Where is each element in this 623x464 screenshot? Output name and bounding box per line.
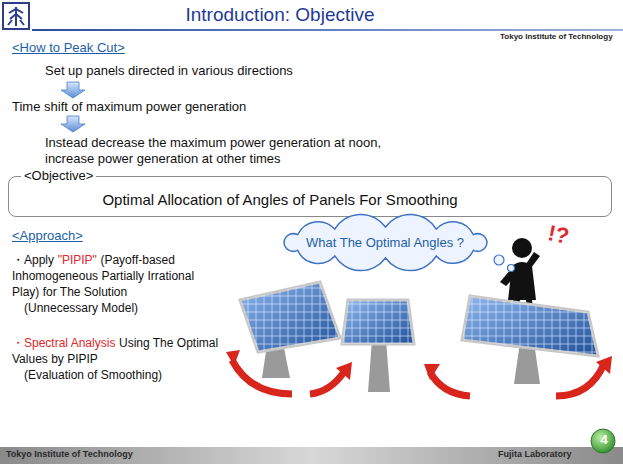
step-text: Instead decrease the maximum power gener…	[45, 135, 425, 167]
footer-bar	[0, 447, 623, 464]
bullet-item: ・Spectral AnalysisUsing The Optimal Valu…	[12, 335, 227, 383]
footer-text: Fujita Laboratory	[498, 449, 572, 459]
bullet-text: ・Apply	[12, 253, 54, 267]
section-heading: <Approach>	[12, 228, 83, 243]
footer-text: Tokyo Institute of Technology	[6, 449, 133, 459]
section-heading: <How to Peak Cut>	[12, 40, 125, 55]
cloud-text: What The Optimal Angles ?	[306, 235, 464, 250]
page-badge	[591, 429, 615, 453]
down-arrow	[61, 82, 85, 98]
header-rule	[32, 29, 623, 31]
down-arrow	[61, 116, 85, 132]
bullet-text: (Unnecessary Model)	[12, 300, 222, 316]
page-number: 4	[597, 432, 611, 447]
highlight-text: "PIPIP"	[58, 253, 97, 267]
box-text: Optimal Allocation of Angles of Panels F…	[19, 191, 601, 208]
step-text: Set up panels directed in various direct…	[45, 63, 293, 78]
thought-cloud: What The Optimal Angles ?	[278, 221, 493, 264]
slide-title: Introduction: Objective	[0, 4, 560, 26]
bullet-line: ・Spectral AnalysisUsing The Optimal Valu…	[12, 335, 227, 367]
exclamation-mark: !?	[546, 220, 572, 250]
solar-panels-illustration	[226, 282, 612, 396]
bullet-text: (Evaluation of Smoothing)	[12, 367, 227, 383]
bullet-line: ・Apply"PIPIP"(Payoff-based Inhomogeneous…	[12, 252, 222, 300]
bullet-item: ・Apply"PIPIP"(Payoff-based Inhomogeneous…	[12, 252, 222, 316]
highlight-text: ・Spectral Analysis	[12, 336, 115, 350]
step-text: Time shift of maximum power generation	[12, 99, 246, 114]
university-logo	[3, 3, 29, 29]
objective-box: <Objective>Optimal Allocation of Angles …	[8, 176, 612, 217]
institution-mark: Tokyo Institute of Technology	[500, 32, 613, 41]
box-heading: <Objective>	[21, 168, 96, 183]
